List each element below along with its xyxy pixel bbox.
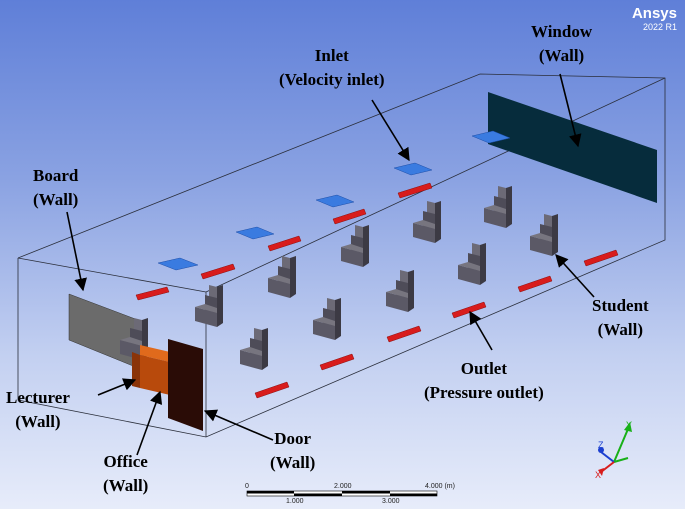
student-seat	[484, 186, 512, 228]
student-seat	[268, 256, 296, 298]
axis-triad: Y Z X	[595, 420, 632, 480]
callout-office-subtitle: (Wall)	[103, 476, 149, 495]
inlet-vent	[315, 194, 355, 208]
callout-office: Office (Wall)	[103, 450, 148, 498]
callout-outlet-subtitle: (Pressure outlet)	[424, 383, 544, 402]
student-seat	[458, 243, 486, 285]
axis-x-label: X	[595, 470, 601, 480]
callout-student-title: Student	[592, 296, 649, 315]
inlets	[157, 130, 511, 271]
inlet-vent	[471, 130, 511, 144]
callout-student-subtitle: (Wall)	[597, 320, 644, 339]
callout-outlet-title: Outlet	[460, 359, 508, 378]
callout-inlet: Inlet (Velocity inlet)	[279, 44, 385, 92]
outlet-vent	[319, 353, 355, 371]
outlet-vent	[135, 286, 170, 301]
inlet-vent	[393, 162, 433, 176]
callout-board: Board (Wall)	[33, 164, 78, 212]
inlet-arrow	[371, 99, 410, 162]
outlet-vent	[267, 235, 302, 252]
callout-window-subtitle: (Wall)	[538, 46, 585, 65]
brand-name: Ansys	[631, 5, 677, 22]
student-arrow	[555, 254, 595, 298]
callout-student: Student (Wall)	[592, 294, 649, 342]
office-arrow	[136, 390, 163, 456]
ansys-brand: Ansys 2022 R1	[632, 6, 677, 33]
window-arrow	[559, 73, 582, 148]
callout-inlet-title: Inlet	[314, 46, 349, 65]
student-seat	[240, 328, 268, 370]
outlet-vent	[332, 208, 367, 225]
callout-office-title: Office	[103, 452, 148, 471]
student-seat	[313, 298, 341, 340]
outlet-vent	[254, 381, 290, 399]
scale-label-0: 0	[245, 483, 249, 490]
scale-label-2: 2.000	[334, 483, 352, 490]
board-arrow	[66, 211, 87, 292]
student-seat	[386, 270, 414, 312]
callout-lecturer: Lecturer (Wall)	[6, 386, 70, 434]
outlet-vent	[386, 325, 422, 343]
scale-label-3: 3.000	[382, 498, 400, 505]
student-seat	[413, 201, 441, 243]
outlet-arrow	[469, 310, 493, 351]
student-seat	[195, 285, 223, 327]
callout-lecturer-subtitle: (Wall)	[15, 412, 61, 431]
outlets	[135, 182, 619, 399]
outlet-vent	[583, 249, 619, 267]
door-arrow	[203, 409, 274, 441]
board-wall	[68, 293, 139, 369]
inlet-vent	[157, 257, 199, 271]
callout-board-subtitle: (Wall)	[33, 190, 79, 209]
students	[195, 186, 558, 370]
callout-board-title: Board	[33, 166, 79, 185]
callout-arrows	[66, 73, 595, 456]
outlet-vent	[397, 182, 433, 199]
brand-version: 2022 R1	[642, 22, 677, 32]
axis-z-label: Z	[598, 440, 604, 450]
callout-door-title: Door	[274, 429, 312, 448]
window-wall	[488, 92, 657, 203]
outlet-vent	[451, 301, 487, 319]
scale-label-1: 1.000	[286, 498, 304, 505]
door-wall	[168, 339, 203, 431]
inlet-vent	[235, 226, 275, 240]
scale-label-4: 4.000 (m)	[425, 483, 455, 490]
callout-outlet: Outlet (Pressure outlet)	[424, 357, 544, 405]
outlet-vent	[517, 275, 553, 293]
lecturer-arrow	[97, 378, 137, 396]
callout-window: Window (Wall)	[531, 20, 592, 68]
student-seat	[530, 214, 558, 256]
outlet-vent	[200, 263, 236, 280]
callout-window-title: Window	[531, 22, 593, 41]
callout-inlet-subtitle: (Velocity inlet)	[279, 70, 385, 89]
scale-bar: 0 2.000 4.000 (m) 1.000 3.000	[245, 483, 455, 505]
student-seat	[341, 225, 369, 267]
callout-door: Door (Wall)	[270, 427, 315, 475]
callout-door-subtitle: (Wall)	[270, 453, 316, 472]
callout-lecturer-title: Lecturer	[6, 388, 70, 407]
axis-y-label: Y	[626, 420, 632, 430]
